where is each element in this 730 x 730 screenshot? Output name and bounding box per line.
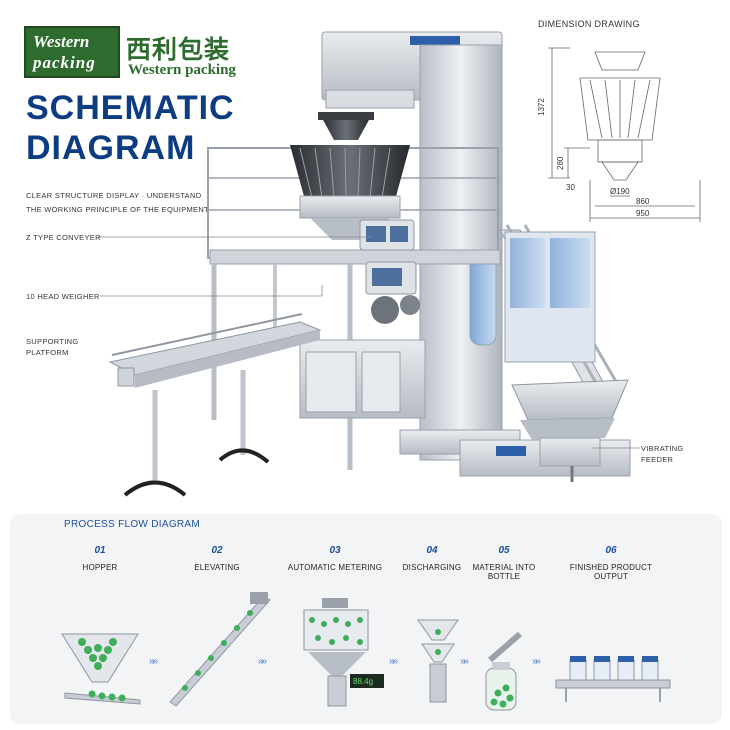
dim-height-lower: 280 — [556, 156, 565, 170]
brand-name-cn: 西利包装 — [126, 35, 231, 64]
bottle-conveyor — [108, 313, 322, 497]
vibrating-feeder — [511, 379, 629, 482]
step-2-num: 02 — [211, 545, 223, 556]
step-5-num: 05 — [498, 545, 510, 556]
weight-readout: 88.4g — [353, 677, 373, 686]
brand-name-en: Western packing — [128, 62, 236, 78]
title-line1: SCHEMATIC — [26, 89, 235, 127]
flow-arrow-4: »» — [460, 656, 469, 667]
process-flow-title: PROCESS FLOW DIAGRAM — [64, 519, 201, 530]
brand-logo: Western packing — [24, 26, 120, 78]
dim-width-mid: 860 — [636, 197, 650, 206]
logo-line2: packing — [33, 53, 96, 72]
leader-lines — [98, 236, 640, 449]
label-vibrating-feeder: VIBRATING FEEDER — [641, 444, 684, 464]
label-head-weigher: 10 HEAD WEIGHER — [26, 292, 100, 301]
bottle-illustration — [485, 631, 522, 711]
hopper-illustration — [61, 633, 141, 705]
dimension-drawing — [548, 47, 701, 222]
label-supporting-platform: SUPPORTING PLATFORM — [26, 337, 79, 357]
step-4-num: 04 — [426, 545, 438, 556]
dimension-drawing-title: DIMENSION DRAWING — [538, 19, 640, 29]
ten-head-weigher — [290, 112, 415, 251]
packing-machine — [299, 261, 426, 419]
metering-illustration: 88.4g — [303, 598, 384, 707]
step-1-label: HOPPER — [82, 563, 118, 572]
dim-height-total: 1372 — [537, 98, 546, 116]
label-z-conveyer: Z TYPE CONVEYER — [26, 233, 101, 242]
capping-unit — [504, 231, 596, 363]
step-1-num: 01 — [94, 545, 106, 556]
elevator-illustration — [169, 592, 271, 707]
header-description: CLEAR STRUCTURE DISPLAY · UNDERSTAND THE… — [26, 191, 209, 214]
dim-small-offset: 30 — [566, 183, 575, 192]
step-3-label: AUTOMATIC METERING — [287, 563, 383, 572]
dim-width-total: 950 — [636, 209, 650, 218]
dimension-labels: 1372 280 30 Ø190 860 950 — [537, 98, 650, 218]
discharge-illustration — [417, 619, 459, 703]
machine-illustration — [98, 31, 640, 497]
step-6-num: 06 — [605, 545, 617, 556]
step-3-num: 03 — [329, 545, 341, 556]
step-6-label: FINISHED PRODUCT OUTPUT — [569, 563, 653, 581]
flow-arrow-3: »» — [389, 656, 398, 667]
flow-arrow-5: »» — [532, 656, 541, 667]
logo-line1: Western — [33, 32, 90, 51]
dim-diameter: Ø190 — [610, 187, 630, 196]
step-4-label: DISCHARGING — [402, 563, 462, 572]
title-line2: DIAGRAM — [26, 129, 196, 167]
finished-product-illustration — [555, 656, 671, 702]
flow-arrow-1: »» — [149, 656, 158, 667]
step-2-label: ELEVATING — [194, 563, 240, 572]
process-illustrations: 88.4g — [61, 592, 671, 711]
flow-arrow-2: »» — [258, 656, 267, 667]
step-5-label: MATERIAL INTO BOTTLE — [472, 563, 536, 581]
